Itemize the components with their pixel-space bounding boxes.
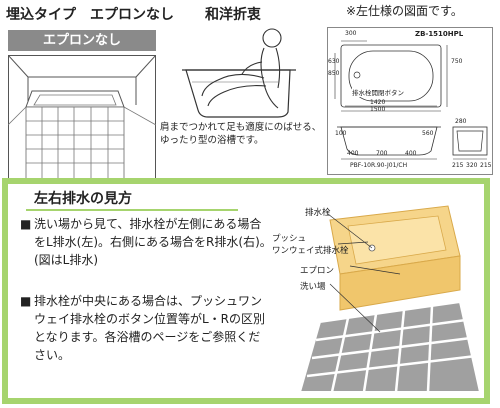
- dim-560: 560: [422, 130, 434, 137]
- drain-position-diagram: [298, 205, 482, 393]
- bath-description: 肩までつかれて足も適度にのばせる、ゆったり型の浴槽です。: [160, 122, 322, 146]
- dim-100: 100: [335, 130, 347, 137]
- model-number: ZB-1510HPL: [415, 30, 464, 38]
- apron-none-label: エプロンなし: [8, 30, 156, 51]
- title-underline: [26, 209, 238, 211]
- dim-300: 300: [345, 30, 357, 37]
- para-1-text: 洗い場から見て、排水栓が左側にある場合をL排水(左)。右側にある場合をR排水(右…: [34, 217, 272, 267]
- drain-section-title: 左右排水の見方: [34, 191, 132, 207]
- label-push-2: ワンウェイ式排水栓: [272, 246, 349, 256]
- drain-button-label: 排水栓開閉ボタン: [352, 87, 404, 97]
- dim-400-left: 400: [347, 150, 359, 157]
- dim-700: 700: [376, 150, 388, 157]
- dim-750: 750: [451, 58, 463, 65]
- label-drain: 排水栓: [305, 208, 331, 218]
- label-wash-area: 洗い場: [300, 282, 326, 292]
- bullet-square-icon: ■: [20, 294, 32, 308]
- dim-400-right: 400: [405, 150, 417, 157]
- dim-280: 280: [455, 118, 467, 125]
- dim-630: 630: [328, 58, 340, 65]
- dim-215-right: 215: [480, 162, 492, 169]
- drawing-note: ※左仕様の図面です。: [346, 4, 463, 18]
- dim-1420: 1420: [370, 99, 386, 106]
- dim-320: 320: [466, 162, 478, 169]
- built-in-tub-illustration: [8, 55, 156, 180]
- dim-850: 850: [328, 70, 340, 77]
- dim-215-left: 215: [452, 162, 464, 169]
- drain-paragraph-1: ■ 洗い場から見て、排水栓が左側にある場合をL排水(左)。右側にある場合をR排水…: [20, 215, 280, 287]
- dim-1500: 1500: [370, 106, 386, 113]
- label-apron: エプロン: [300, 266, 335, 276]
- drain-paragraph-2: ■ 排水栓が中央にある場合は、プッシュワンウェイ排水栓のボタン位置等がL・Rの区…: [20, 292, 280, 382]
- label-push-1: プッシュ: [272, 234, 307, 244]
- part-number: PBF-10R.90-J01/CH: [350, 162, 408, 169]
- section-title: 埋込タイプ エプロンなし: [6, 7, 174, 23]
- bather-illustration: [182, 28, 296, 118]
- style-title: 和洋折衷: [205, 7, 261, 23]
- para-2-text: 排水栓が中央にある場合は、プッシュワンウェイ排水栓のボタン位置等がL・Rの区別と…: [34, 294, 266, 362]
- bullet-square-icon: ■: [20, 217, 32, 231]
